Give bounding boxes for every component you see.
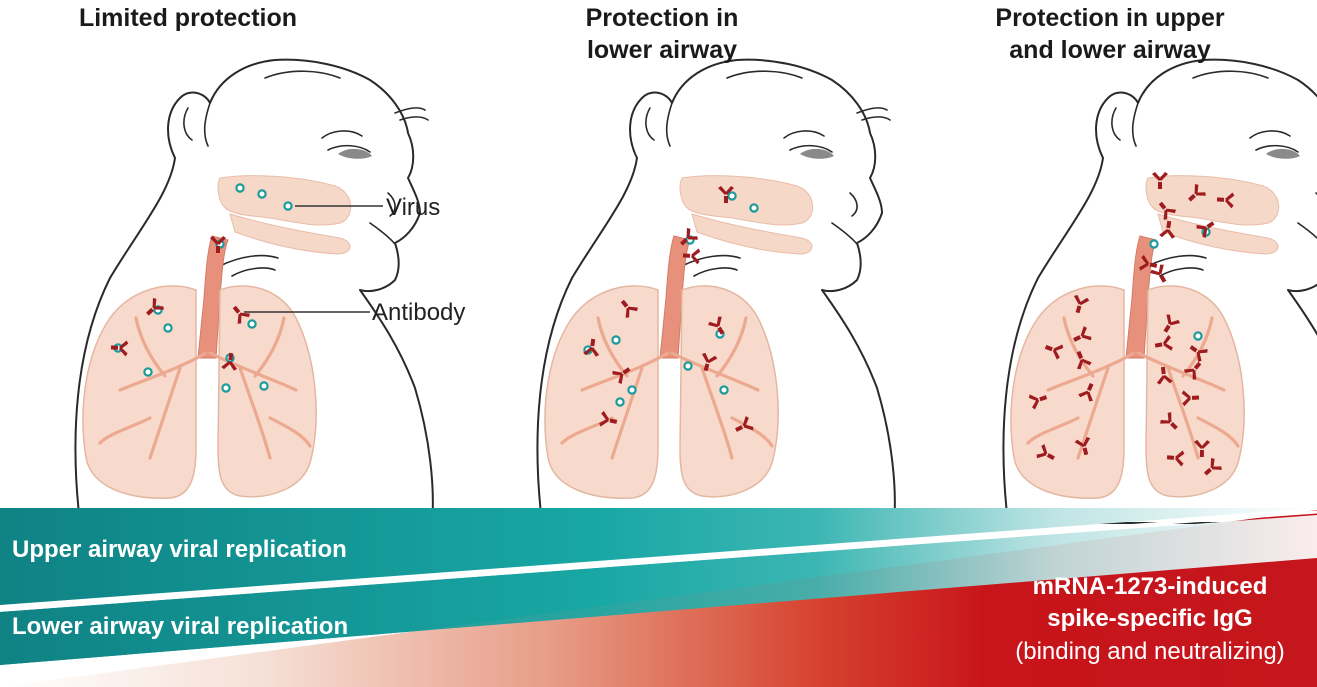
- panel-2-title-line1: Protection in: [586, 4, 739, 32]
- oral-airway: [229, 213, 351, 255]
- bronchus: [238, 366, 272, 460]
- bronchus: [1136, 351, 1226, 392]
- upper-airway-label: Upper airway viral replication: [12, 536, 347, 563]
- trachea: [1125, 235, 1157, 359]
- nasal-airway: [679, 175, 814, 226]
- virus-icon: [247, 319, 257, 329]
- lower-airway-label: Lower airway viral replication: [12, 613, 348, 640]
- bronchus: [610, 366, 644, 460]
- panel-1: [74, 58, 434, 525]
- virus-icon: [257, 189, 267, 199]
- panel-1-title: Limited protection: [79, 4, 297, 32]
- virus-icon: [221, 383, 231, 393]
- panel-3: [1002, 58, 1317, 525]
- bronchus: [1026, 416, 1080, 445]
- virus-icon: [719, 385, 729, 395]
- bronchus: [253, 316, 286, 378]
- right-lung: [679, 285, 779, 498]
- panel-2-title-line2: lower airway: [587, 36, 737, 64]
- bronchus: [730, 416, 774, 448]
- virus-icon: [1149, 239, 1159, 249]
- virus-icon: [1193, 331, 1203, 341]
- bronchus: [134, 316, 167, 378]
- oral-airway: [1157, 213, 1279, 255]
- lower-airway-band-overlay: [0, 515, 1317, 665]
- bronchus: [1046, 351, 1136, 392]
- virus-label: Virus: [386, 194, 440, 221]
- left-lung: [1010, 285, 1125, 499]
- upper-airway-band: [0, 508, 1317, 605]
- igg-title-line2: spike-specific IgG: [1047, 605, 1252, 632]
- left-lung: [82, 285, 197, 499]
- virus-icon: [143, 367, 153, 377]
- bronchus: [700, 366, 734, 460]
- bronchus: [268, 416, 312, 448]
- virus-icon: [683, 361, 693, 371]
- replication-bands: [0, 508, 1317, 687]
- virus-icon: [283, 201, 293, 211]
- oral-airway: [691, 213, 813, 255]
- band-divider: [0, 510, 1317, 610]
- bronchus: [1076, 366, 1110, 460]
- virus-icon: [727, 191, 737, 201]
- virus-icon: [611, 335, 621, 345]
- bronchus: [1062, 316, 1095, 378]
- bronchus: [1196, 416, 1240, 448]
- bronchus: [670, 351, 760, 392]
- bronchus: [148, 366, 182, 460]
- virus-icon: [627, 385, 637, 395]
- virus-icon: [615, 397, 625, 407]
- nasal-airway: [1145, 175, 1280, 226]
- panel-3-title-line2: and lower airway: [1009, 36, 1211, 64]
- trachea: [659, 235, 691, 359]
- virus-icon: [163, 323, 173, 333]
- panel-3-title-line1: Protection in upper: [995, 4, 1224, 32]
- antibody-label: Antibody: [372, 299, 465, 326]
- panel-2: [536, 58, 896, 525]
- bronchus: [98, 416, 152, 445]
- virus-icon: [749, 203, 759, 213]
- left-lung: [544, 285, 659, 499]
- igg-subtitle: (binding and neutralizing): [1015, 638, 1285, 665]
- trachea: [197, 235, 229, 359]
- igg-title-line1: mRNA-1273-induced: [1033, 573, 1268, 600]
- nasal-airway: [217, 175, 352, 226]
- virus-icon: [235, 183, 245, 193]
- virus-icon: [259, 381, 269, 391]
- bronchus: [1166, 366, 1200, 460]
- bronchus: [208, 351, 298, 392]
- right-lung: [217, 285, 317, 498]
- bronchus: [715, 316, 748, 378]
- bronchus: [118, 351, 208, 392]
- right-lung: [1145, 285, 1245, 498]
